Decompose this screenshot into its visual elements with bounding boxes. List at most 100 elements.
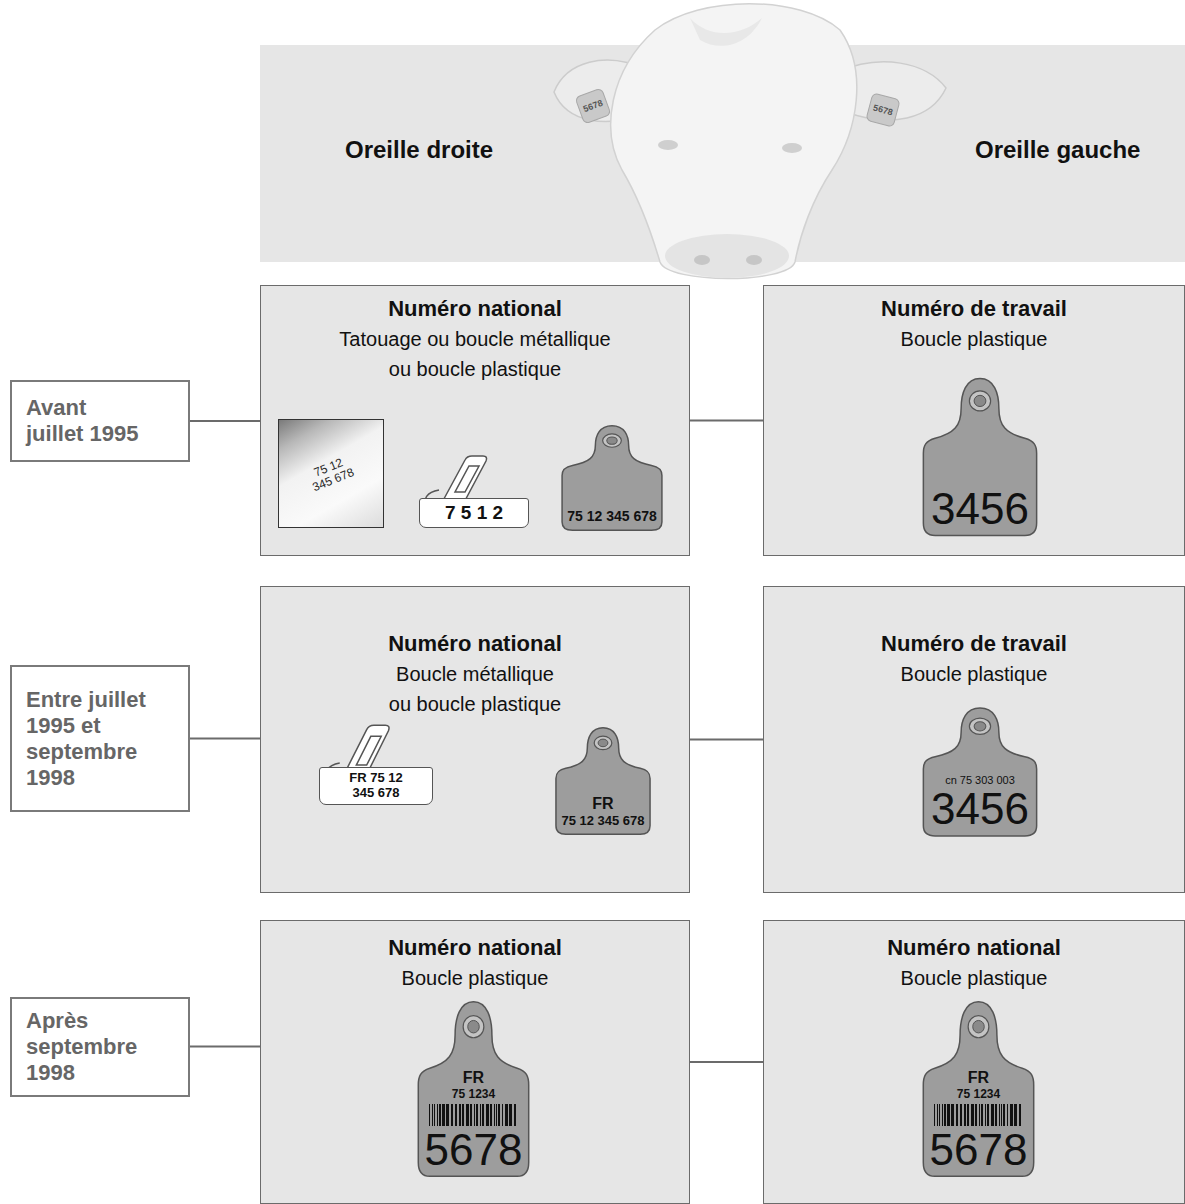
barcode xyxy=(933,1104,1025,1126)
barcode-bar xyxy=(1003,1104,1005,1126)
tattoo-photo: 75 12 345 678 xyxy=(278,419,384,528)
barcode-bar xyxy=(496,1104,497,1126)
barcode-bar xyxy=(934,1104,935,1126)
barcode-bar xyxy=(1001,1104,1002,1126)
plastic-tag-hole-rim xyxy=(969,391,990,411)
barcode-bar xyxy=(434,1104,435,1126)
barcode-bar xyxy=(432,1104,433,1126)
barcode-bar xyxy=(964,1104,966,1126)
barcode-bar xyxy=(466,1104,469,1126)
barcode-bar xyxy=(981,1104,983,1126)
barcode-bar xyxy=(1010,1104,1013,1126)
plastic-ear-tag: 3456 xyxy=(921,376,1039,538)
barcode-bar xyxy=(514,1104,516,1126)
plastic-tag-hole-rim xyxy=(969,718,990,734)
barcode-bar xyxy=(494,1104,495,1126)
ear-panel: Numéro nationalBoucle plastiqueFR75 1234… xyxy=(763,920,1185,1204)
tag-number: 75 1234 xyxy=(452,1087,495,1102)
connector-line xyxy=(690,420,763,422)
barcode-bar xyxy=(509,1104,512,1126)
plastic-ear-tag: FR75 12345678 xyxy=(921,999,1036,1179)
ear-band: Oreille droiteOreille gauche56785678 xyxy=(260,45,1185,262)
plastic-tag-hole xyxy=(974,722,986,731)
barcode xyxy=(428,1104,520,1126)
panel-heading: Numéro de travail xyxy=(764,294,1184,324)
period-box: Entre juillet 1995 et septembre 1998 xyxy=(10,665,190,812)
panel-subheading: Tatouage ou boucle métallique ou boucle … xyxy=(330,324,620,384)
barcode-bar xyxy=(960,1104,962,1126)
barcode-bar xyxy=(446,1104,449,1126)
barcode-bar xyxy=(979,1104,980,1126)
plastic-ear-tag: FR75 12 345 678 xyxy=(554,726,652,836)
barcode-bar xyxy=(486,1104,489,1126)
ear-panel: Numéro de travailBoucle plastique 3456 xyxy=(763,285,1185,556)
connector-line xyxy=(690,1061,763,1063)
plastic-tag-hole xyxy=(974,395,986,406)
plastic-tag-body xyxy=(923,378,1036,535)
plastic-ear-tag: FR75 1234 5678 xyxy=(416,999,531,1179)
tag-number: FR xyxy=(592,794,613,813)
ear-heading: Oreille droite xyxy=(345,136,493,164)
plastic-tag-body xyxy=(556,728,650,835)
barcode-bar xyxy=(971,1104,974,1126)
cow-ear-tag xyxy=(866,93,900,127)
tag-number: 5678 xyxy=(425,1128,523,1172)
panel-heading: Numéro national xyxy=(261,294,689,324)
panel-subheading: Boucle métallique ou boucle plastique xyxy=(385,659,565,719)
barcode-bar xyxy=(439,1104,441,1126)
barcode-bar xyxy=(937,1104,938,1126)
barcode-bar xyxy=(939,1104,940,1126)
barcode-bar xyxy=(502,1104,503,1126)
panel-subheading: Boucle plastique xyxy=(330,963,620,993)
barcode-bar xyxy=(459,1104,461,1126)
period-label: Entre juillet 1995 et septembre 1998 xyxy=(26,687,182,791)
plastic-ear-tag: 75 12 345 678 xyxy=(560,424,664,532)
plastic-tag-body xyxy=(418,1002,528,1176)
plastic-tag-hole xyxy=(607,437,617,444)
ear-heading: Oreille gauche xyxy=(975,136,1140,164)
ear-heading-slot: Oreille droite xyxy=(345,136,493,164)
barcode-bar xyxy=(498,1104,500,1126)
tag-text-stack: FR75 1234 5678 xyxy=(416,1068,531,1172)
plastic-tag-body xyxy=(562,426,662,531)
barcode-bar xyxy=(987,1104,989,1126)
connector-line xyxy=(190,420,260,422)
tag-number: FR xyxy=(463,1068,484,1087)
barcode-bar xyxy=(999,1104,1000,1126)
cow-eye xyxy=(658,140,678,150)
period-label: Après septembre 1998 xyxy=(26,1008,182,1086)
cow-nostril xyxy=(694,255,710,265)
barcode-bar xyxy=(956,1104,958,1126)
panel-heading: Numéro de travail xyxy=(764,629,1184,659)
cow-eye xyxy=(782,143,802,153)
tag-number: cn 75 303 003 xyxy=(945,773,1015,787)
panel-heading: Numéro national xyxy=(261,933,689,963)
barcode-bar xyxy=(462,1104,464,1126)
plastic-tag-hole-rim xyxy=(463,1016,484,1038)
barcode-bar xyxy=(947,1104,950,1126)
barcode-bar xyxy=(476,1104,478,1126)
metal-tag-bar: 7 5 1 2 xyxy=(419,498,529,528)
tag-number: 75 12 345 678 xyxy=(561,813,644,829)
metal-tag-slot xyxy=(356,736,381,765)
barcode-bar xyxy=(975,1104,977,1126)
barcode-bar xyxy=(942,1104,943,1126)
tag-number: 75 12 345 678 xyxy=(567,508,657,525)
period-box: Avant juillet 1995 xyxy=(10,380,190,462)
barcode-bar xyxy=(480,1104,481,1126)
barcode-bar xyxy=(442,1104,445,1126)
tag-text-stack: 3456 xyxy=(921,487,1039,531)
barcode-bar xyxy=(951,1104,954,1126)
tag-number: 3456 xyxy=(931,787,1029,831)
barcode-bar xyxy=(985,1104,986,1126)
panel-subheading: Boucle plastique xyxy=(829,324,1119,354)
metal-tag-bar: FR 75 12 345 678 xyxy=(319,767,433,805)
tattoo-number: 75 12 345 678 xyxy=(303,452,359,495)
plastic-tag-body xyxy=(923,708,1036,836)
ear-panel: Numéro de travailBoucle plastiquecn 75 3… xyxy=(763,586,1185,893)
cow-nostril xyxy=(746,255,762,265)
plastic-tag-hole xyxy=(468,1020,480,1032)
barcode-bar xyxy=(490,1104,492,1126)
cow-forehead xyxy=(690,18,762,46)
